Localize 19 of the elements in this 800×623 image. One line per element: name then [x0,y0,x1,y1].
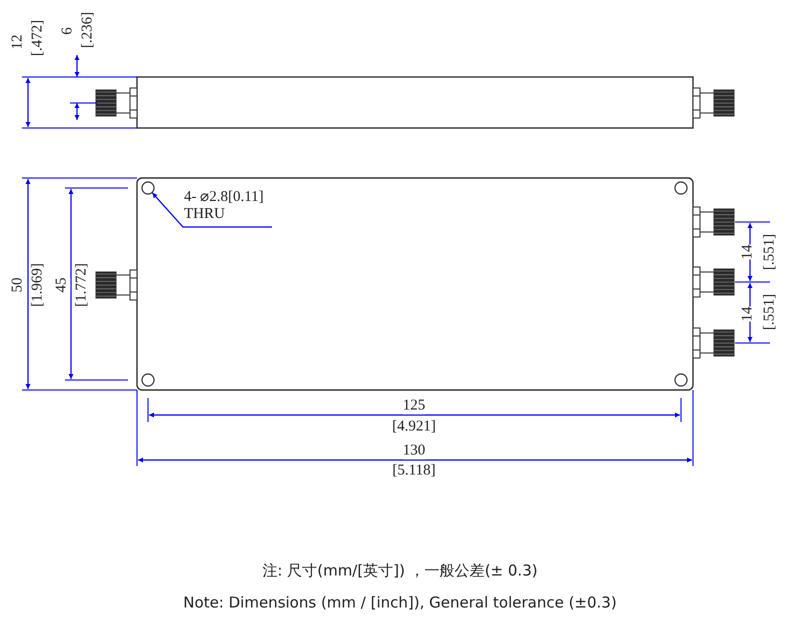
note-text: Note: Dimensions (mm / [inch]), General tolerance (±0.3) [183,594,617,612]
mounting-hole [141,373,155,387]
dimension-value: [.472] [30,20,46,56]
dimension-value: 45 [54,278,70,292]
dimension-value: [.551] [762,294,778,330]
dimension-value: [1.969] [30,263,46,307]
leader-line [152,192,272,228]
mounting-hole [674,181,688,195]
dimension-value: [4.921] [392,418,436,436]
dimension-value: [.236] [80,12,96,48]
dimension-value: [5.118] [392,462,436,480]
note-text: 注: 尺寸(mm/[英寸]) ，一般公差(± 0.3) [262,562,538,580]
mounting-hole [141,181,155,195]
callout-text: 4- ⌀2.8[0.11] THRU [184,189,272,227]
dimension-value: [1.772] [74,263,90,307]
dimension-value: 125 [402,398,426,414]
mounting-hole [674,373,688,387]
dimension-value: 130 [402,442,426,460]
dimension-value: [.551] [762,234,778,270]
